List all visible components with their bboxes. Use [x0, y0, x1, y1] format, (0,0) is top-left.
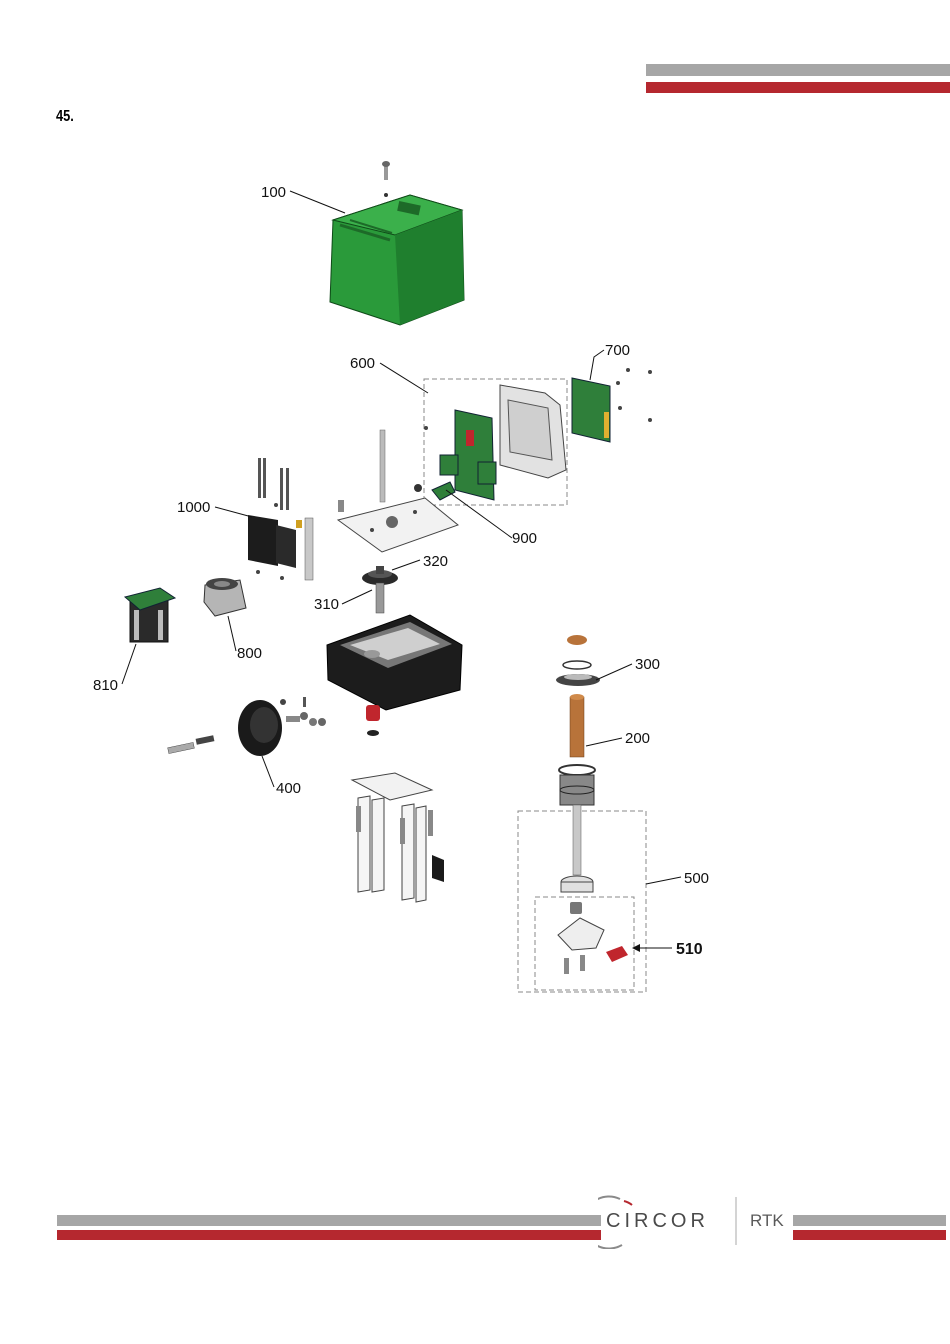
callout-310: 310 [314, 596, 339, 613]
footer-bar-red-left [57, 1230, 601, 1240]
shaft-part-310 [376, 583, 384, 613]
brand-name: CIRCOR [606, 1210, 709, 1233]
callout-200: 200 [625, 730, 650, 747]
callout-700: 700 [605, 342, 630, 359]
callout-800: 800 [237, 645, 262, 662]
callout-810: 810 [93, 677, 118, 694]
callout-400: 400 [276, 780, 301, 797]
brand-sub: RTK [750, 1211, 784, 1231]
stem-part-200 [570, 694, 584, 757]
callout-100: 100 [261, 184, 286, 201]
callout-510: 510 [676, 941, 703, 958]
footer-bar-gray-left [57, 1215, 601, 1226]
arrow-510 [632, 944, 672, 952]
callout-500: 500 [684, 870, 709, 887]
footer-bar-red-right [793, 1230, 946, 1240]
callout-300: 300 [635, 656, 660, 673]
callout-900: 900 [512, 530, 537, 547]
callout-600: 600 [350, 355, 375, 372]
callout-1000: 1000 [177, 499, 210, 516]
callout-320: 320 [423, 553, 448, 570]
motor-part-810 [125, 588, 175, 642]
footer-bar-gray-right [793, 1215, 946, 1226]
red-seal [366, 705, 380, 736]
circor-rtk-logo: CIRCOR RTK [598, 1193, 790, 1249]
clip-part-510 [558, 902, 628, 974]
